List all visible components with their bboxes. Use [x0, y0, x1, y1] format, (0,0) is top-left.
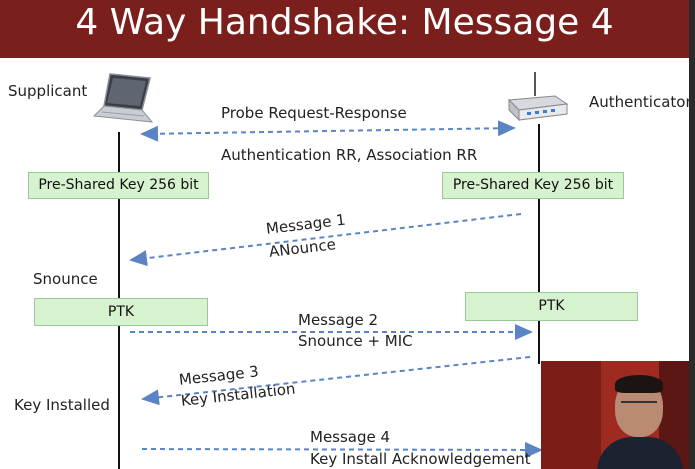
authenticator-lifeline	[538, 124, 540, 364]
message-4-title: Message 4	[310, 428, 391, 446]
supplicant-label: Supplicant	[8, 82, 88, 100]
ptk-box-supplicant: PTK	[34, 298, 208, 326]
probe-arrow	[140, 120, 516, 142]
title-bar: 4 Way Handshake: Message 4	[0, 0, 689, 58]
message-2-sub: Snounce + MIC	[298, 332, 413, 350]
presenter-glasses	[621, 401, 657, 409]
presenter-video	[541, 361, 689, 469]
message-3-arrow	[141, 356, 531, 406]
auth-assoc-label: Authentication RR, Association RR	[221, 146, 478, 164]
message-1-arrow	[129, 213, 522, 267]
slide-title: 4 Way Handshake: Message 4	[75, 2, 614, 43]
video-background	[541, 361, 601, 469]
presenter-hair	[615, 375, 663, 393]
snounce-label: Snounce	[33, 270, 98, 288]
message-2-title: Message 2	[298, 311, 379, 329]
message-4-arrow	[141, 441, 543, 458]
psk-box-supplicant: Pre-Shared Key 256 bit	[28, 172, 209, 199]
router-icon	[507, 72, 569, 122]
ptk-box-authenticator: PTK	[465, 292, 638, 321]
laptop-icon	[92, 73, 154, 123]
key-installed-label: Key Installed	[14, 396, 110, 414]
psk-box-authenticator: Pre-Shared Key 256 bit	[442, 172, 624, 199]
message-4-sub: Key Install Acknowledgement	[310, 450, 531, 468]
probe-label: Probe Request-Response	[221, 104, 407, 122]
window-edge	[689, 0, 695, 469]
authenticator-label: Authenticator	[589, 93, 689, 111]
